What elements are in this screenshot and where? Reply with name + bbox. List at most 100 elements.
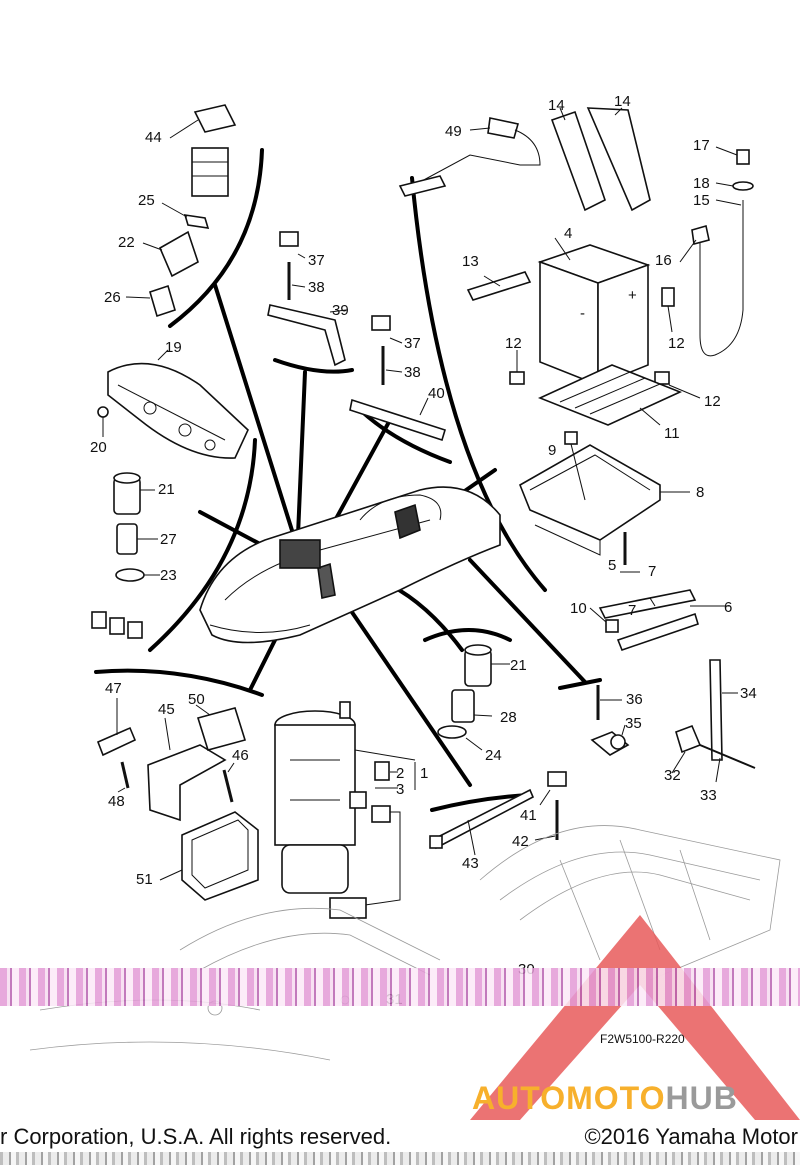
leader-line: [296, 370, 307, 537]
part-label-25: 25: [138, 192, 155, 209]
scan-noise-band: [0, 968, 800, 1006]
group-arc-bottom-right: [558, 678, 602, 690]
part-44-fuse-case: [169, 104, 237, 197]
part-label-41: 41: [520, 807, 537, 824]
group-arc-top-left: [168, 148, 264, 328]
part-23-clamp: [115, 568, 160, 582]
part-13-plate: [466, 271, 532, 301]
part-label-24: 24: [485, 747, 502, 764]
part-5-6-7-bracket: [598, 532, 730, 652]
part-22-boot: [142, 230, 199, 278]
part-35-holder: [590, 724, 630, 756]
part-label-9: 9: [548, 442, 556, 459]
part-37-nut-2: [371, 315, 403, 344]
part-label-11: 11: [664, 425, 680, 442]
part-label-23: 23: [160, 567, 177, 584]
part-1-fuel-pump-assembly: [274, 701, 416, 919]
group-arc-small-37-39: [273, 358, 354, 374]
part-label-3: 3: [396, 781, 404, 798]
part-label-43: 43: [462, 855, 479, 872]
part-label-38: 38: [404, 364, 421, 381]
part-label-36: 36: [626, 691, 643, 708]
part-label-35: 35: [625, 715, 642, 732]
group-arc-left: [148, 438, 257, 652]
group-arc-top-right: [410, 176, 547, 592]
part-27-sleeve: [116, 523, 158, 555]
part-label-12: 12: [668, 335, 685, 352]
part-label-47: 47: [105, 680, 122, 697]
part-45-bracket: [147, 717, 227, 822]
part-14-battery-bands: [550, 107, 651, 212]
part-41-nut: [539, 771, 567, 806]
part-label-6: 6: [724, 599, 732, 616]
part-label-45: 45: [158, 701, 175, 718]
part-label-39: 39: [332, 302, 349, 319]
watermark-part2: HUB: [665, 1080, 738, 1116]
part-label-7: 7: [648, 563, 656, 580]
background-deck-sketch: [29, 825, 781, 1061]
part-46-screw: [222, 762, 235, 803]
part-11-tray-mat: [537, 364, 683, 426]
copyright-left: r Corporation, U.S.A. All rights reserve…: [0, 1124, 392, 1149]
part-label-38: 38: [308, 279, 325, 296]
scan-noise-band: [0, 1152, 800, 1165]
part-label-8: 8: [696, 484, 704, 501]
part-label-4: 4: [564, 225, 572, 242]
part-15-17-18-vent: [679, 146, 754, 357]
part-label-1: 1: [420, 765, 428, 782]
part-21-filter: [113, 472, 155, 515]
watermark-text: AUTOMOTOHUB: [472, 1080, 738, 1117]
watermark-logo: [470, 915, 800, 1120]
watercraft-hull: [199, 486, 501, 644]
part-26-sleeve: [125, 284, 176, 318]
diagram-code: F2W5100-R220: [600, 1032, 685, 1046]
part-10-nut: [589, 607, 619, 633]
part-51-control-unit: [159, 811, 259, 901]
part-label-27: 27: [160, 531, 177, 548]
part-label-15: 15: [693, 192, 710, 209]
part-label-46: 46: [232, 747, 249, 764]
part-36-rivet: [596, 685, 622, 720]
part-label-26: 26: [104, 289, 121, 306]
svg-text:-: -: [580, 305, 585, 322]
part-24-clamp: [437, 725, 483, 751]
part-label-17: 17: [693, 137, 710, 154]
leader-line: [328, 578, 472, 787]
part-39-tie: [267, 304, 347, 367]
part-label-32: 32: [664, 767, 681, 784]
part-label-12: 12: [704, 393, 721, 410]
part-label-37: 37: [404, 335, 421, 352]
part-43-cable-tie: [429, 788, 535, 856]
part-label-14: 14: [614, 93, 631, 110]
part-label-12: 12: [505, 335, 522, 352]
part-9-bolt: [564, 431, 586, 501]
part-38-stud-2: [381, 346, 403, 385]
part-label-19: 19: [165, 339, 182, 356]
part-49-cable: [398, 117, 541, 197]
part-37-nut: [279, 231, 306, 259]
part-label-7: 7: [628, 602, 636, 619]
part-20-screw: [97, 406, 109, 437]
part-label-22: 22: [118, 234, 135, 251]
part-label-50: 50: [188, 691, 205, 708]
leader-line: [468, 558, 587, 684]
part-21-filter-2: [464, 644, 510, 687]
part-label-42: 42: [512, 833, 529, 850]
svg-text:+: +: [628, 287, 637, 304]
meter-connector: [91, 611, 143, 639]
leader-line: [213, 283, 297, 542]
part-label-10: 10: [570, 600, 587, 617]
part-label-16: 16: [655, 252, 672, 269]
part-label-51: 51: [136, 871, 153, 888]
part-40-band: [349, 397, 446, 442]
part-47-plate: [96, 698, 137, 757]
part-label-20: 20: [90, 439, 107, 456]
part-label-37: 37: [308, 252, 325, 269]
part-50-remote: [195, 704, 247, 751]
part-label-21: 21: [158, 481, 175, 498]
part-label-21: 21: [510, 657, 527, 674]
part-32-clip: [671, 724, 702, 774]
part-label-40: 40: [428, 385, 445, 402]
